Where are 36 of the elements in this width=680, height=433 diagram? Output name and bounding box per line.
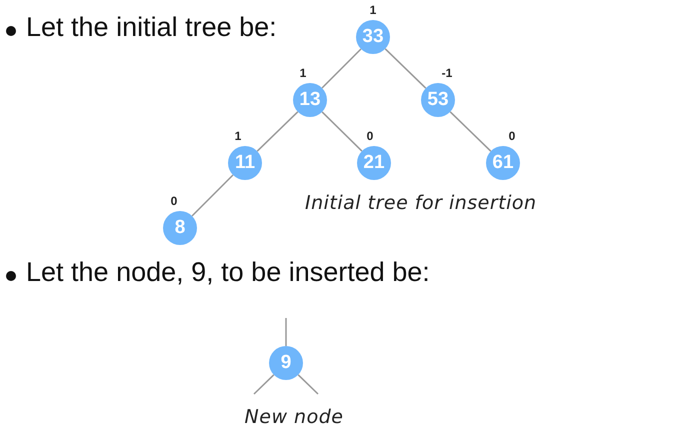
tree-edge [256,111,298,152]
node-key: 53 [427,89,449,111]
balance-factor: 0 [366,129,374,143]
tree-node [163,211,197,245]
tree-edge [191,174,234,217]
node-key: 33 [362,26,384,48]
stub-line [285,318,287,346]
balance-factor: 1 [370,3,376,17]
node-key: 13 [299,89,321,111]
balance-factor: 0 [508,129,516,143]
tree-node [228,146,262,180]
tree-node [421,83,455,117]
balance-factor: -1 [442,66,452,80]
balance-factor: 1 [234,129,242,143]
balance-factor: 1 [300,66,306,80]
node-caption: New node [244,406,344,428]
bullet-text: Let the node, 9, to be inserted be: [26,257,430,288]
bullet-text: Let the initial tree be: [26,12,277,43]
tree-edge [321,48,362,89]
node-key: 11 [234,152,256,174]
tree-caption: Initial tree for insertion [305,192,537,214]
tree-node [356,20,390,54]
tree-edge [384,48,426,89]
node-key: 9 [280,352,292,374]
tree-node [357,146,391,180]
tree-edge [450,111,492,152]
tree-edge [322,111,362,152]
tree-node [293,83,327,117]
balance-factor: 0 [170,194,178,208]
node-key: 8 [174,217,186,239]
tree-node [486,146,520,180]
stub-line [298,374,319,395]
stub-line [253,374,274,395]
tree-node [269,346,303,380]
node-key: 21 [363,152,385,174]
node-key: 61 [492,152,514,174]
